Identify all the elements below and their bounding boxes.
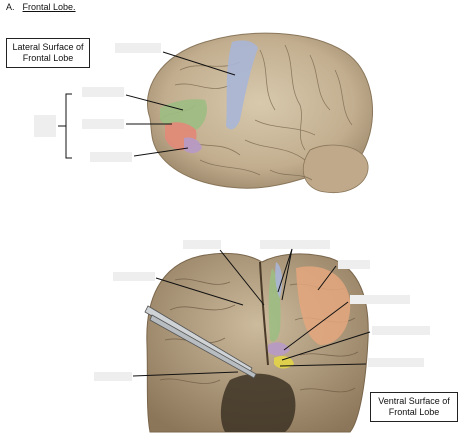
lateral-surface-caption: Lateral Surface of Frontal Lobe	[6, 38, 90, 68]
section-title: Frontal Lobe.	[22, 2, 76, 12]
bottom-leader-lines	[132, 248, 371, 377]
lateral-caption-line-2: Frontal Lobe	[22, 53, 74, 63]
lateral-brain-image	[146, 32, 374, 194]
label-blank-middle	[82, 119, 124, 129]
ventral-brain-image	[144, 252, 369, 433]
top-leader-lines	[125, 51, 236, 157]
label-blank-bracket	[34, 115, 56, 137]
ventral-caption-line-1: Ventral Surface of	[378, 396, 450, 406]
top-label-blanks	[34, 43, 161, 162]
label-blank-b4	[113, 272, 155, 281]
purple-region	[184, 137, 202, 154]
label-blank-b5	[350, 295, 410, 304]
section-heading: A. Frontal Lobe.	[6, 2, 76, 12]
label-blank-b2	[260, 240, 330, 249]
cerebellum-shape	[302, 144, 369, 194]
label-blank-b7	[368, 358, 424, 367]
ventral-surface-caption: Ventral Surface of Frontal Lobe	[370, 392, 458, 422]
label-bracket	[58, 93, 72, 159]
forceps-instrument	[144, 305, 257, 379]
longitudinal-fissure	[259, 261, 269, 366]
label-blank-b3	[338, 260, 370, 269]
label-blank-upper	[82, 87, 124, 97]
ventral-purple-region	[268, 342, 290, 356]
brainstem-dark-area	[220, 373, 296, 432]
section-number: A.	[6, 2, 15, 12]
lateral-caption-line-1: Lateral Surface of	[12, 42, 84, 52]
bottom-label-blanks	[94, 240, 430, 381]
label-blank-b8	[94, 372, 132, 381]
ventral-blue-region	[275, 262, 283, 298]
label-blank-b6	[372, 326, 430, 335]
label-blank-precentral	[115, 43, 161, 53]
precentral-blue-region	[226, 40, 258, 130]
label-blank-b1	[183, 240, 221, 249]
orange-region	[296, 266, 351, 345]
label-blank-lower	[90, 152, 132, 162]
ventral-caption-line-2: Frontal Lobe	[388, 407, 440, 417]
